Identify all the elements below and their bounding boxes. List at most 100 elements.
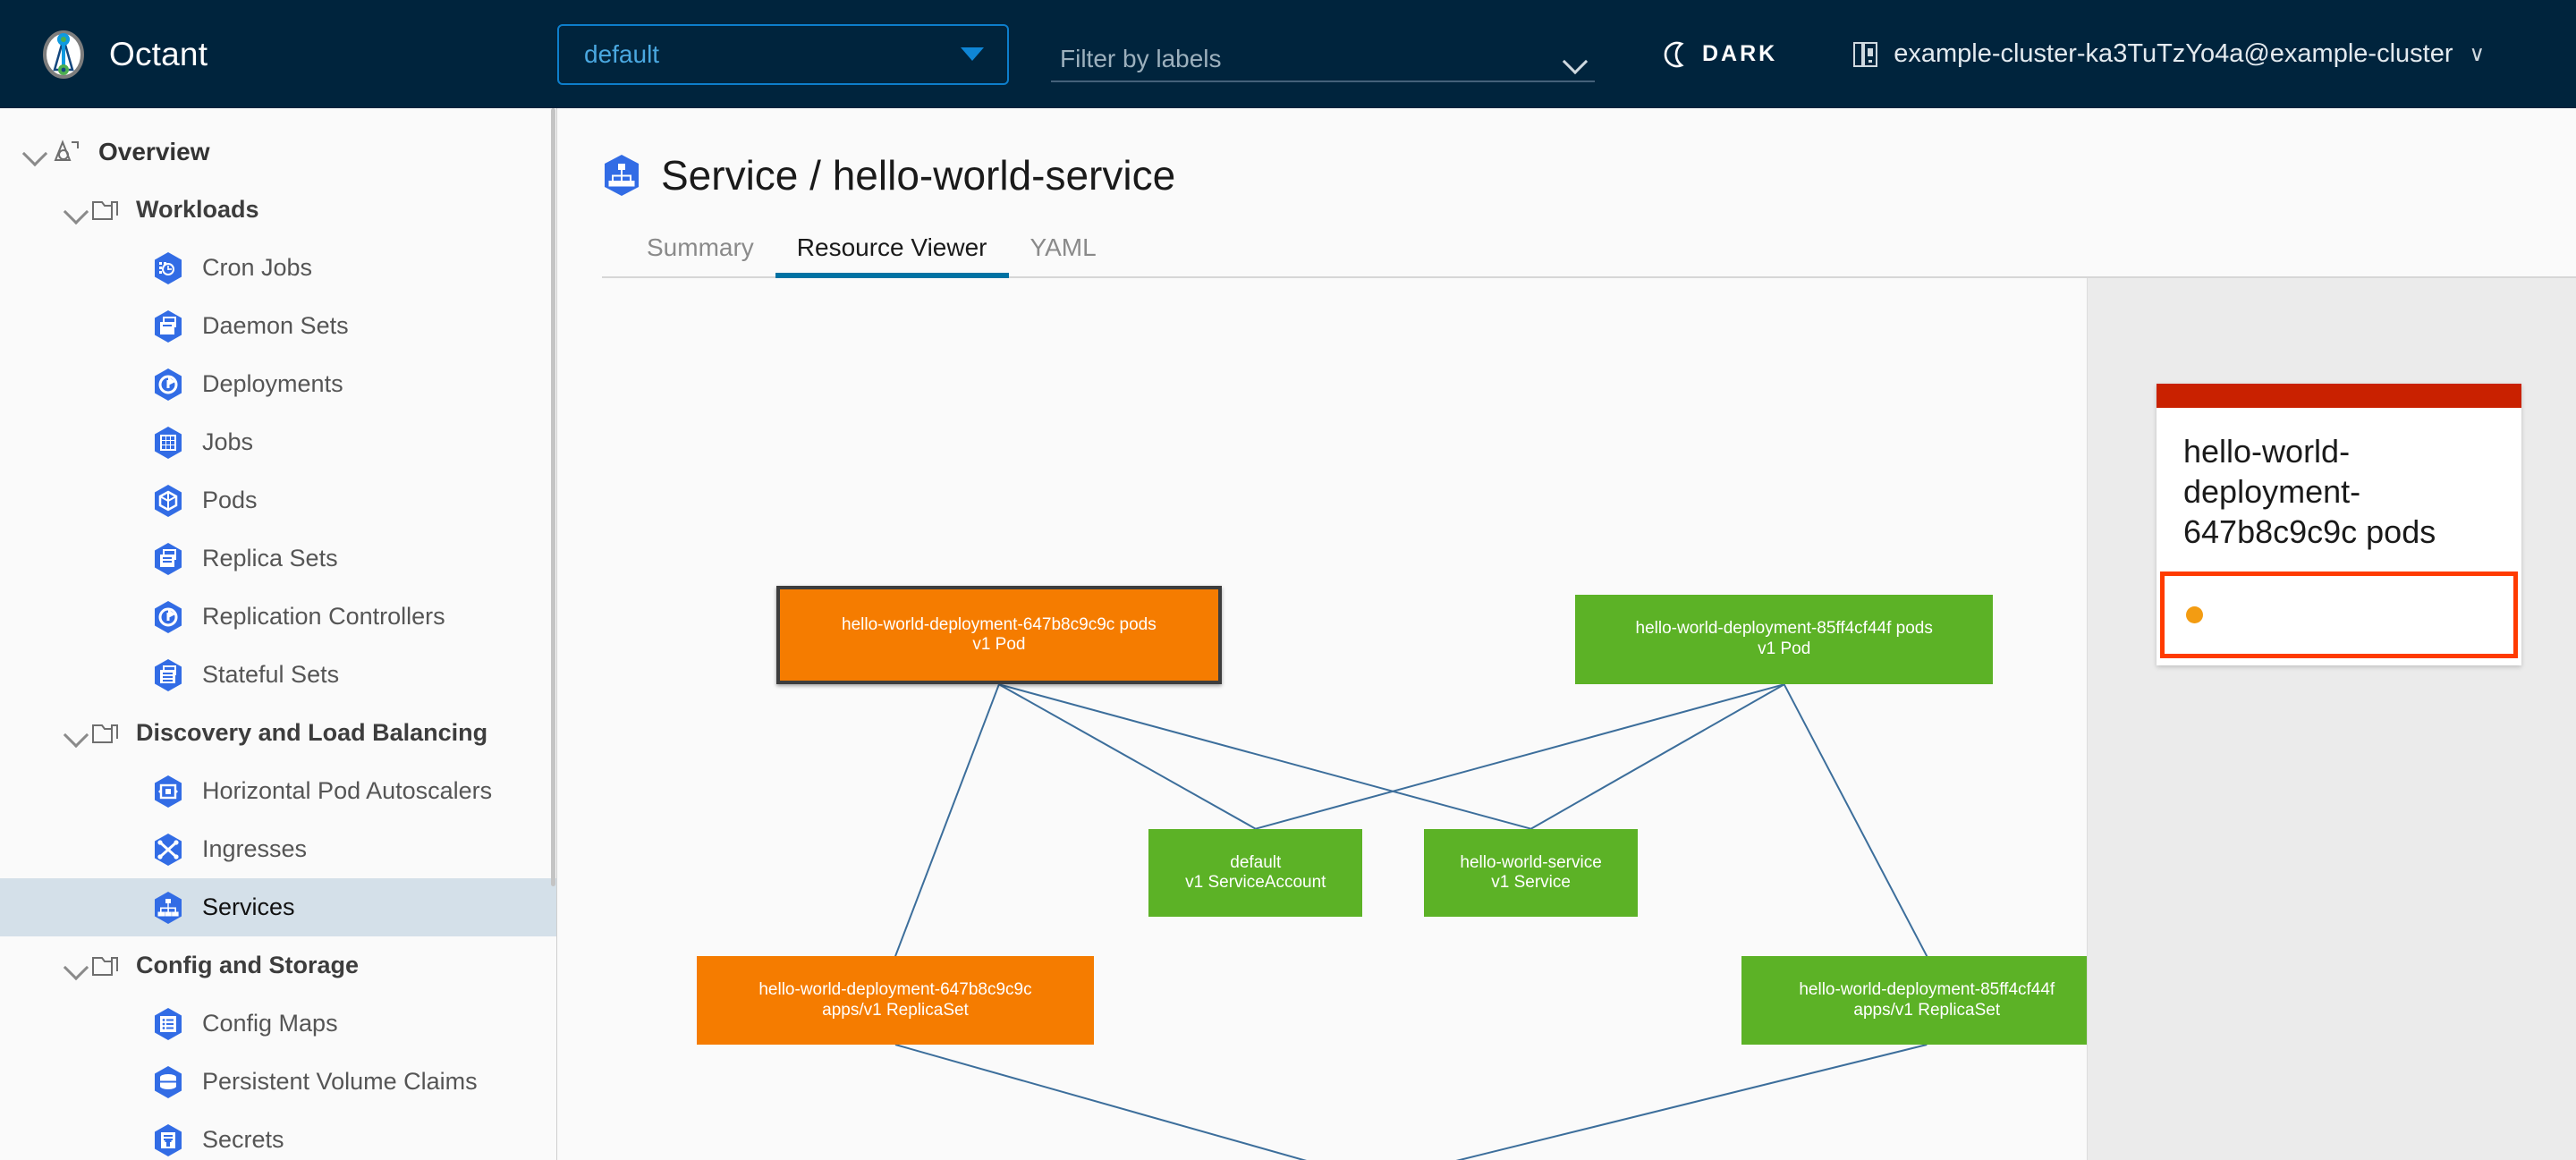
sidebar-item-label: Secrets	[202, 1126, 284, 1153]
k8s-daemonset-icon	[152, 309, 184, 343]
sidebar-item-config-and-storage[interactable]: Config and Storage	[0, 936, 556, 995]
sidebar-item-replication-controllers[interactable]: Replication Controllers	[0, 588, 556, 646]
sidebar-item-label: Daemon Sets	[202, 312, 349, 339]
graph-node-kind: v1 Service	[1491, 873, 1571, 893]
theme-toggle[interactable]: DARK	[1663, 41, 1777, 68]
tab-summary[interactable]: Summary	[647, 233, 754, 261]
graph-node-kind: apps/v1 ReplicaSet	[822, 1000, 969, 1020]
brand[interactable]: Octant	[0, 29, 557, 80]
graph-edge	[998, 683, 1531, 830]
k8s-secret-icon	[152, 1123, 184, 1157]
k8s-pvc-icon	[152, 1065, 184, 1099]
graph-edge	[894, 1044, 1308, 1160]
sidebar-item-label: Cron Jobs	[202, 254, 313, 281]
moon-icon	[1663, 41, 1690, 68]
theme-toggle-label: DARK	[1702, 41, 1778, 66]
sidebar-item-horizontal-pod-autoscalers[interactable]: Horizontal Pod Autoscalers	[0, 762, 556, 820]
graph-edges	[894, 683, 1928, 1160]
sidebar-item-label: Ingresses	[202, 835, 308, 862]
sidebar-item-jobs[interactable]: Jobs	[0, 413, 556, 471]
k8s-job-icon	[152, 426, 184, 460]
namespace-select[interactable]: default	[557, 23, 1009, 85]
octant-logo-icon	[38, 29, 89, 80]
k8s-replicaset-icon	[152, 542, 184, 576]
graph-node-name: default	[1230, 852, 1282, 872]
chevron-down-icon[interactable]	[61, 951, 91, 981]
page-header: Service / hello-world-service Summary Res…	[557, 108, 2576, 278]
sidebar-item-workloads[interactable]: Workloads	[0, 181, 556, 239]
folder-icon	[91, 721, 120, 746]
sidebar-item-persistent-volume-claims[interactable]: Persistent Volume Claims	[0, 1053, 556, 1111]
cluster-icon	[1852, 40, 1879, 69]
detail-panel: hello-world-deployment-647b8c9c9c pods	[2087, 278, 2576, 1160]
sidebar-item-label: Deployments	[202, 370, 343, 397]
page-title: Service / hello-world-service	[602, 151, 2576, 199]
graph-node-name: hello-world-deployment-85ff4cf44f	[1799, 980, 2055, 1000]
sidebar-item-label: Horizontal Pod Autoscalers	[202, 777, 493, 804]
graph-node-kind: apps/v1 ReplicaSet	[1853, 1000, 2001, 1020]
chevron-down-icon[interactable]	[61, 195, 91, 225]
folder-icon	[91, 198, 120, 223]
detail-card-status-box[interactable]	[2160, 572, 2518, 658]
sidebar-item-label: Pods	[202, 487, 258, 513]
namespace-value: default	[584, 39, 660, 68]
sidebar-item-replica-sets[interactable]: Replica Sets	[0, 529, 556, 588]
graph-node-name: hello-world-deployment-647b8c9c9c pods	[842, 614, 1157, 634]
graph-edge	[1783, 683, 1928, 957]
tab-yaml[interactable]: YAML	[1030, 233, 1097, 261]
cluster-selector[interactable]: example-cluster-ka3TuTzYo4a@example-clus…	[1852, 39, 2485, 69]
sidebar-item-deployments[interactable]: Deployments	[0, 355, 556, 413]
label-filter-placeholder: Filter by labels	[1060, 44, 1222, 72]
k8s-pod-icon	[152, 484, 184, 518]
brand-name: Octant	[109, 35, 208, 72]
sidebar-item-label: Services	[202, 893, 295, 920]
sidebar-item-pods[interactable]: Pods	[0, 471, 556, 529]
tab-resource-viewer[interactable]: Resource Viewer	[775, 233, 1009, 278]
sidebar-item-overview[interactable]: Overview	[0, 123, 556, 181]
cluster-name: example-cluster-ka3TuTzYo4a@example-clus…	[1894, 39, 2453, 68]
page-title-text: Service / hello-world-service	[661, 152, 1176, 199]
graph-edge	[1530, 683, 1785, 830]
sidebar-item-stateful-sets[interactable]: Stateful Sets	[0, 646, 556, 704]
sidebar-item-config-maps[interactable]: Config Maps	[0, 995, 556, 1053]
sidebar-item-discovery-and-load-balancing[interactable]: Discovery and Load Balancing	[0, 704, 556, 762]
sidebar-item-secrets[interactable]: Secrets	[0, 1111, 556, 1160]
k8s-ingress-icon	[152, 833, 184, 867]
caret-down-icon	[961, 47, 984, 61]
k8s-configmap-icon	[152, 1007, 184, 1041]
graph-node-name: hello-world-service	[1460, 852, 1602, 872]
chevron-down-icon[interactable]	[1564, 50, 1588, 73]
label-filter-input[interactable]: Filter by labels	[1051, 27, 1595, 82]
graph-edge	[1255, 683, 1784, 830]
sidebar-item-cron-jobs[interactable]: Cron Jobs	[0, 239, 556, 297]
sidebar-scrollbar[interactable]	[551, 108, 555, 886]
graph-node-kind: v1 Pod	[972, 635, 1026, 655]
sidebar-item-daemon-sets[interactable]: Daemon Sets	[0, 297, 556, 355]
chevron-down-icon[interactable]	[61, 718, 91, 749]
chevron-down-icon[interactable]	[20, 137, 50, 167]
sidebar-item-label: Jobs	[202, 428, 254, 455]
sidebar-item-label: Persistent Volume Claims	[202, 1068, 478, 1095]
folder-icon	[91, 953, 120, 978]
detail-card[interactable]: hello-world-deployment-647b8c9c9c pods	[2157, 384, 2521, 665]
sidebar-item-ingresses[interactable]: Ingresses	[0, 820, 556, 878]
overview-icon	[50, 139, 82, 165]
status-dot-icon	[2186, 606, 2203, 623]
graph-edge	[1455, 1044, 1928, 1160]
sidebar-item-label: Config and Storage	[136, 952, 359, 978]
k8s-cronjob-icon	[152, 251, 184, 285]
graph-node-name: hello-world-deployment-647b8c9c9c	[758, 980, 1032, 1000]
sidebar-item-services[interactable]: Services	[0, 878, 556, 936]
k8s-deployment-icon	[152, 368, 184, 402]
